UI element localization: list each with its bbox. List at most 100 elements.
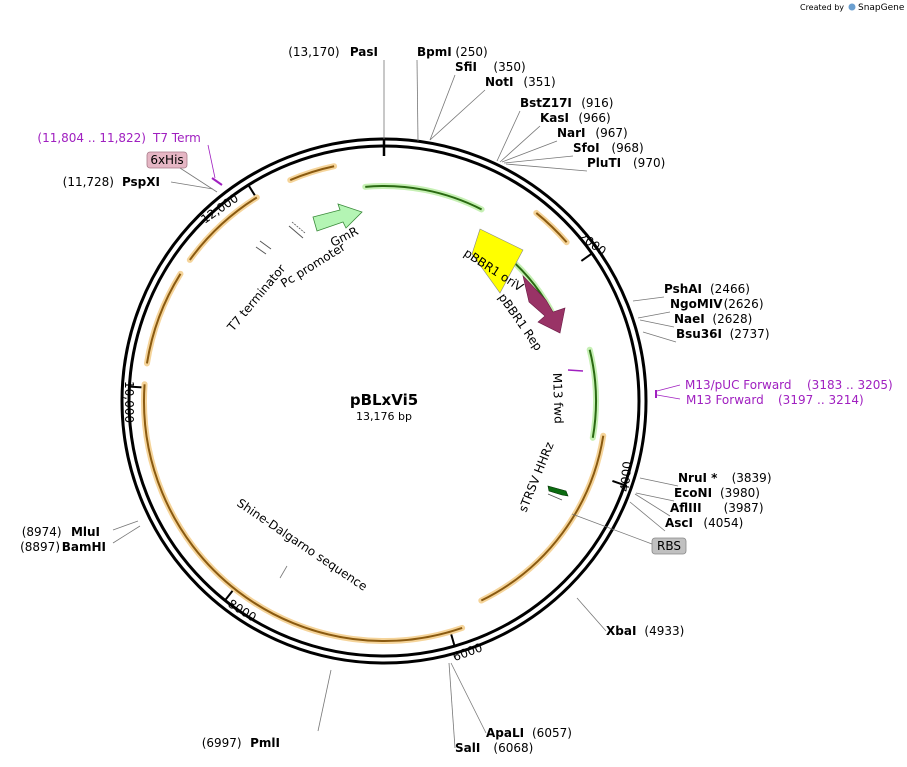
t7-terminator-mark	[255, 240, 272, 255]
tick-mark	[612, 479, 626, 487]
primer-t7-term[interactable]: T7 Term	[152, 131, 201, 145]
site-position: (4933)	[644, 624, 684, 638]
site-name[interactable]: EcoNI	[674, 486, 712, 500]
tick-mark	[450, 633, 456, 647]
orange-feature-arc[interactable]	[289, 165, 335, 181]
primer-m13-forward[interactable]: M13 Forward	[686, 393, 764, 407]
site-leader	[503, 155, 574, 164]
m13-fwd-mark	[567, 369, 584, 372]
shine-dalgarno-leader	[279, 565, 288, 579]
watermark-created-by: Created by	[800, 3, 844, 12]
rbs-label: RBS	[657, 539, 681, 553]
rbs-box[interactable]	[651, 537, 687, 555]
t7-term-leader	[207, 144, 216, 179]
tick-mark	[580, 252, 593, 262]
site-name[interactable]: ApaLI	[486, 726, 524, 740]
orange-feature-arcs	[141, 163, 607, 644]
plasmid-name: pBLxVi5	[350, 391, 418, 409]
site-position: (350)	[493, 60, 525, 74]
feature-label-strsv-hhrz: sTRSV HHRz	[516, 440, 557, 514]
site-name[interactable]: NarI	[557, 126, 586, 140]
orange-arc-glow	[141, 381, 466, 644]
site-name[interactable]: Bsu36I	[676, 327, 722, 341]
pbbr1-oriv-feature[interactable]	[471, 228, 524, 294]
pc-promoter-mark	[288, 225, 304, 239]
green-feature-arc[interactable]	[365, 185, 483, 211]
tick-mark	[247, 184, 257, 197]
site-position: (2466)	[710, 282, 750, 296]
site-name[interactable]: BamHI	[62, 540, 106, 554]
site-name[interactable]: AflIII	[670, 501, 702, 515]
site-leader	[501, 140, 558, 163]
feature-label-t7-terminator: T7 terminator	[224, 262, 288, 335]
site-position: (966)	[578, 111, 610, 125]
site-leader	[112, 525, 141, 544]
site-position: (11,728)	[63, 175, 114, 189]
site-position: (2737)	[730, 327, 770, 341]
site-position: (8974)	[22, 525, 62, 539]
site-name[interactable]: PluTI	[587, 156, 621, 170]
tick-mark	[224, 589, 234, 601]
pc-promoter-mark-2	[291, 221, 306, 234]
pbbr1-rep-feature[interactable]	[522, 275, 566, 334]
snapgene-logo-icon	[848, 3, 856, 11]
green-feature-arc[interactable]	[588, 349, 597, 438]
plasmid-length: 13,176 bp	[356, 410, 412, 423]
orange-feature-arc[interactable]	[480, 435, 605, 602]
tick-label: 6000	[451, 640, 484, 664]
site-name[interactable]: BpmI	[417, 45, 452, 59]
feature-layer	[141, 163, 607, 644]
site-name[interactable]: SalI	[455, 741, 480, 755]
orange-feature-arc[interactable]	[535, 212, 568, 243]
site-leader	[576, 597, 607, 632]
site-leader	[499, 125, 541, 163]
site-name[interactable]: AscI	[665, 516, 693, 530]
site-name[interactable]: NruI *	[678, 471, 718, 485]
orange-feature-arc[interactable]	[143, 384, 463, 642]
his-tag-box[interactable]	[146, 151, 188, 169]
his-tag-leader	[179, 167, 218, 193]
site-leader	[639, 477, 679, 487]
tick-label: 4000	[617, 461, 634, 493]
site-name[interactable]: KasI	[540, 111, 569, 125]
primer-m13-forward-range: (3197 .. 3214)	[778, 393, 864, 407]
site-leader	[429, 89, 486, 141]
site-position: (6068)	[493, 741, 533, 755]
strsv-hhrz-mark	[547, 493, 563, 501]
site-name[interactable]: PasI	[350, 45, 378, 59]
site-leader	[496, 110, 521, 162]
site-name[interactable]: BstZ17I	[520, 96, 572, 110]
site-name[interactable]: NgoMIV	[670, 297, 723, 311]
site-name[interactable]: NaeI	[674, 312, 705, 326]
site-name[interactable]: SfiI	[455, 60, 477, 74]
site-name[interactable]: PmlI	[250, 736, 280, 750]
site-name[interactable]: PspXI	[122, 175, 160, 189]
primer-m13-puc-forward[interactable]: M13/pUC Forward	[685, 378, 792, 392]
site-name[interactable]: PshAI	[664, 282, 702, 296]
gmr-feature[interactable]	[312, 203, 363, 232]
strsv-hhrz-feature[interactable]	[547, 485, 569, 497]
restriction-sites: PasI(13,170)BpmI(250)SfiI(350)NotI(351)B…	[20, 45, 771, 755]
site-position: (3987)	[724, 501, 764, 515]
site-position: (6997)	[202, 736, 242, 750]
m13-puc-leader	[656, 384, 681, 392]
site-position: (3980)	[720, 486, 760, 500]
rbs-leader	[571, 513, 653, 545]
orange-feature-arc[interactable]	[145, 273, 182, 364]
his-tag-label: 6xHis	[150, 153, 183, 167]
orange-feature-arc[interactable]	[189, 196, 258, 261]
tick-label: 10,000	[122, 381, 136, 423]
site-position: (351)	[523, 75, 555, 89]
site-leader	[637, 311, 671, 319]
tick-mark	[129, 385, 143, 389]
site-position: (967)	[595, 126, 627, 140]
site-position: (13,170)	[288, 45, 339, 59]
site-name[interactable]: MluI	[71, 525, 100, 539]
site-position: (968)	[611, 141, 643, 155]
site-name[interactable]: XbaI	[606, 624, 636, 638]
site-name[interactable]: SfoI	[573, 141, 600, 155]
site-leader	[112, 520, 139, 531]
site-name[interactable]: NotI	[485, 75, 514, 89]
